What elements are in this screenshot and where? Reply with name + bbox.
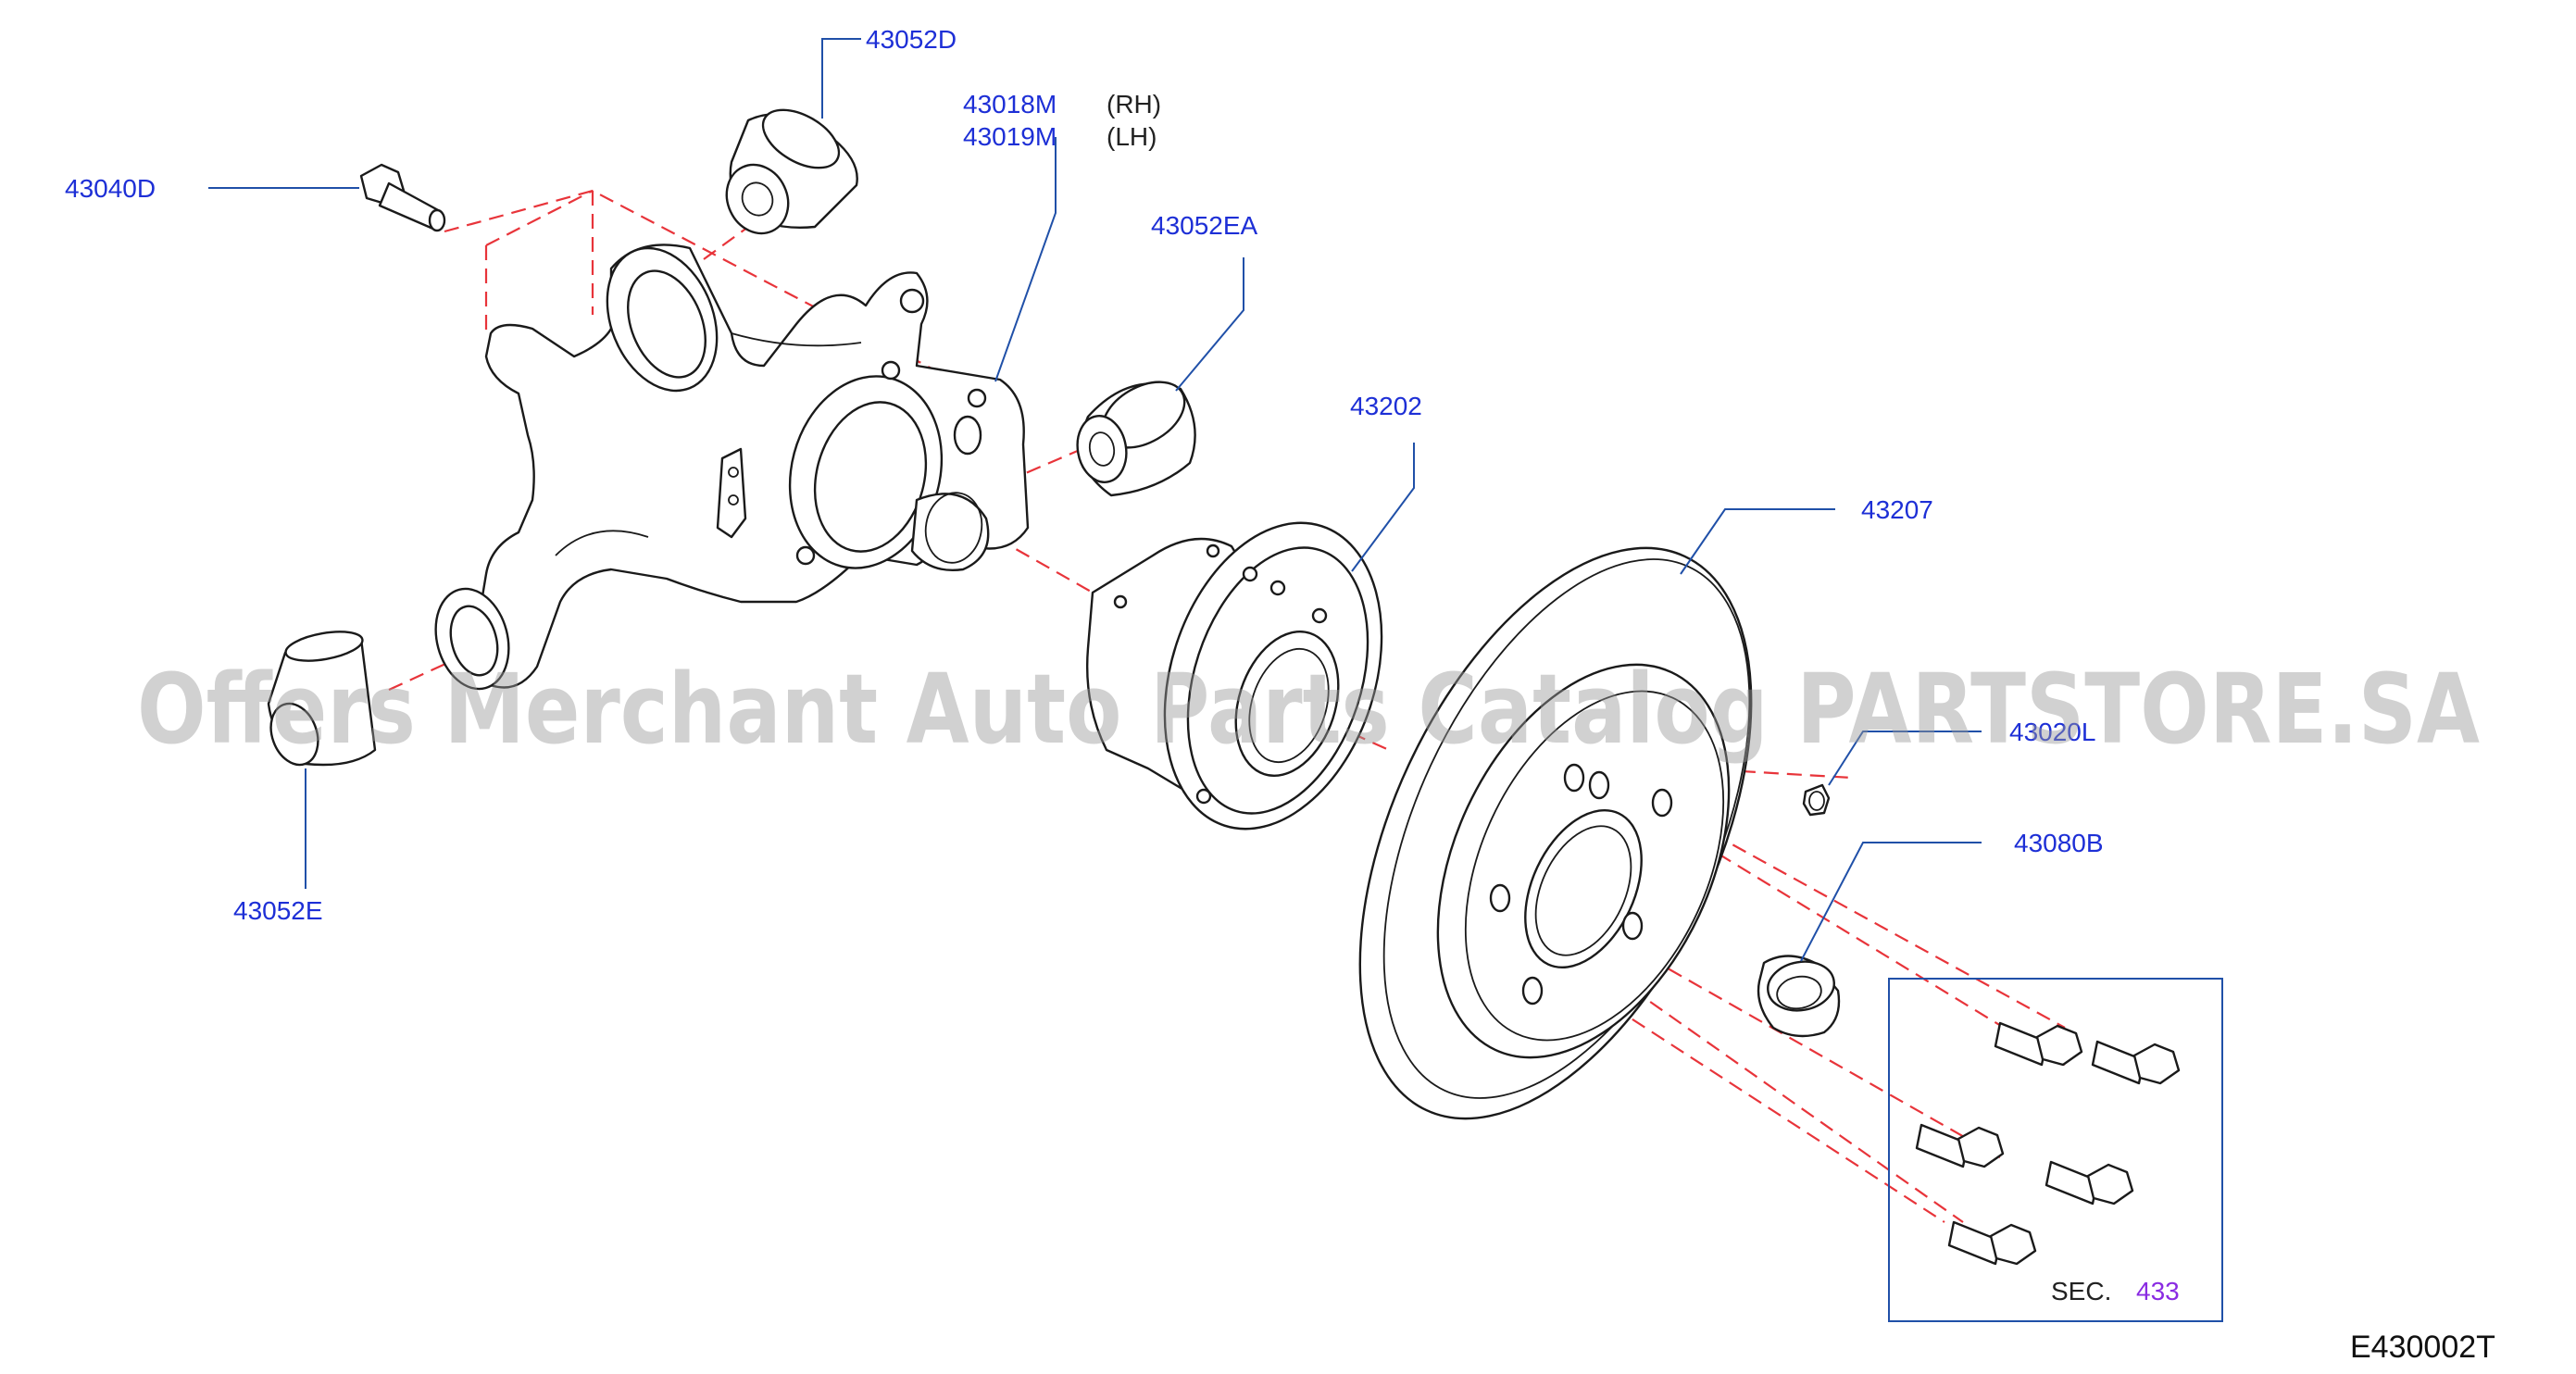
wheel-bolt [1994,1021,2083,1067]
rotor-43207[interactable] [1280,488,1832,1179]
label-43052E[interactable]: 43052E [233,896,323,925]
wheel-bolt [2091,1040,2181,1085]
label-43080B[interactable]: 43080B [2014,829,2104,857]
label-43019M-side: (LH) [1107,122,1157,151]
wheel-bolt [2045,1160,2134,1205]
label-43018M[interactable]: 43018M [963,90,1057,119]
label-43040D[interactable]: 43040D [65,174,156,203]
sec-number-link[interactable]: 433 [2136,1277,2180,1305]
bushing-43052EA[interactable] [1072,368,1196,497]
label-43052EA[interactable]: 43052EA [1151,211,1258,240]
knuckle-43018M-43019M[interactable] [474,231,1030,689]
bushing-43052D[interactable] [716,98,858,244]
bolt-43040D[interactable] [359,163,446,232]
label-43207[interactable]: 43207 [1861,495,1933,524]
sec-433-bolt-box[interactable]: SEC. 433 [1888,978,2223,1322]
figure-id: E430002T [2350,1330,2495,1365]
leader-lines [208,38,1982,962]
bushing-43052E[interactable] [263,581,519,771]
label-43020L[interactable]: 43020L [2009,718,2095,746]
part-labels: 43052D 43018M (RH) 43019M (LH) 43040D 43… [65,25,2495,1365]
label-43019M[interactable]: 43019M [963,122,1057,151]
sec-prefix-label: SEC. [2051,1277,2111,1305]
watermark-text: Offers Merchant Auto Parts Catalog PARTS… [137,653,2480,766]
screw-43020L[interactable] [1802,783,1831,817]
label-43052D[interactable]: 43052D [866,25,957,54]
wheel-bolt [1915,1123,2005,1168]
label-43018M-side: (RH) [1107,90,1161,119]
seal-43080B[interactable] [1757,955,1841,1038]
label-43202[interactable]: 43202 [1350,392,1422,420]
wheel-bolt [1947,1220,2037,1266]
hub-43202[interactable] [1085,494,1419,856]
